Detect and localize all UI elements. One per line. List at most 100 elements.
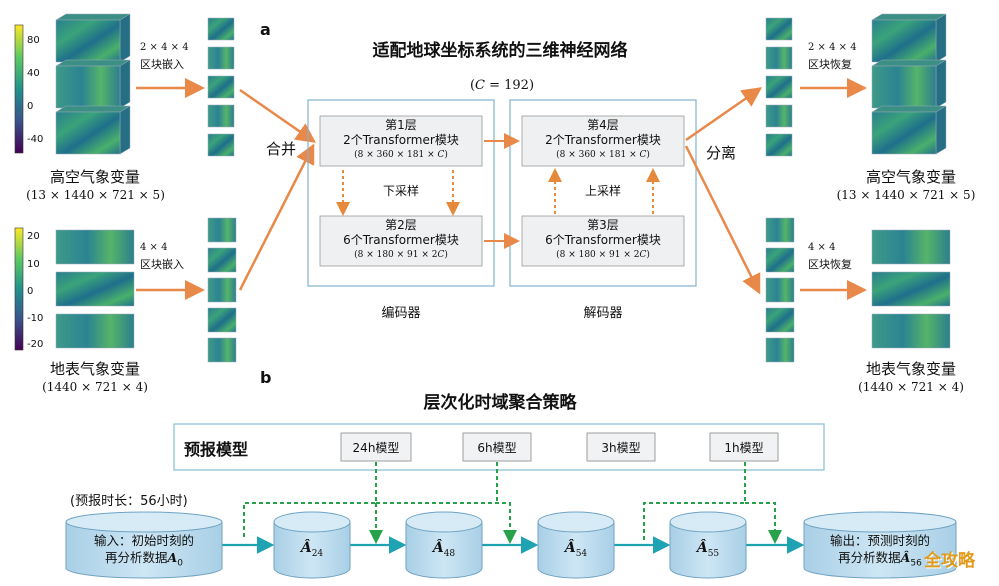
surface-var-shape-right: (1440 × 721 × 4) [858, 380, 964, 394]
output-line2-wrap: 再分析数据Â56 [804, 549, 956, 573]
upper-air-field-cubes [55, 13, 131, 155]
recover-label-upper-dims: 2 × 4 × 4 [808, 42, 857, 53]
embed-label-upper-text: 区块嵌入 [140, 58, 184, 71]
model-box-6h [462, 432, 532, 462]
merge-label: 合并 [266, 140, 297, 158]
panel-b-letter: b [260, 368, 272, 387]
colorbar-upper-tick-3: 0 [27, 101, 34, 112]
layer1-shape: (8 × 360 × 181 × 𝐶) [354, 150, 448, 160]
cylinder-input [65, 511, 223, 579]
split-arrow-lower [684, 145, 761, 295]
model-label-6h: 6h模型 [477, 441, 517, 455]
layer2-title: 第2层 [385, 218, 417, 232]
surface-output-maps [871, 229, 951, 349]
decoder-frame [509, 99, 697, 287]
input-line1: 输入：初始时刻的 [93, 533, 194, 548]
step-symbol: Â [696, 540, 708, 556]
panel-a-title: 适配地球坐标系统的三维神经网络 [372, 41, 628, 61]
cylinder-A24 [273, 511, 351, 579]
layer3-shape: (8 × 180 × 91 × 2𝐶) [556, 250, 650, 260]
upper-air-output-cubes [871, 13, 947, 155]
input-symbol: 𝑨 [167, 550, 178, 565]
colorbar-lower-tick-5: -20 [27, 339, 44, 350]
surface-recovered-patches [765, 217, 795, 363]
colorbar-lower-tick-3: 0 [27, 286, 34, 297]
model-box-1h [709, 432, 779, 462]
cylinder-A54 [537, 511, 615, 579]
encoder-label: 编码器 [381, 306, 421, 321]
layer3-box [521, 215, 685, 267]
surface-embedded-patches [207, 217, 237, 363]
layer3-title: 第3层 [587, 218, 619, 232]
cylinder-A55 [669, 511, 747, 579]
model-box-24h [340, 432, 412, 462]
layer4-text: 第4层 2个Transformer模块 (8 × 360 × 181 × 𝐶) [522, 118, 684, 163]
surface-field-maps [55, 229, 135, 349]
model-label-3h: 3h模型 [601, 441, 641, 455]
colorbar-lower [14, 227, 24, 351]
step-sub: 48 [443, 548, 456, 559]
upper-var-name-right: 高空气象变量 [865, 168, 956, 186]
output-text: 输出：预测时刻的 再分析数据Â56 [804, 532, 956, 573]
input-sub: 0 [177, 558, 183, 569]
model-routing-lines [243, 462, 782, 544]
upper-recovered-patches [765, 17, 793, 157]
panel-a-letter: a [260, 20, 271, 39]
colorbar-upper-tick-2: 40 [27, 68, 40, 79]
step-sub: 24 [311, 548, 324, 559]
recover-label-lower-text: 区块恢复 [808, 258, 852, 271]
model-label-1h: 1h模型 [724, 441, 764, 455]
step-symbol: Â [300, 540, 312, 556]
output-line1: 输出：预测时刻的 [829, 533, 930, 548]
layer3-text: 第3层 6个Transformer模块 (8 × 180 × 91 × 2𝐶) [522, 218, 684, 263]
cylinder-output [803, 511, 957, 579]
colorbar-lower-tick-1: 20 [27, 231, 40, 242]
panel-b-title: 层次化时域聚合策略 [423, 393, 577, 413]
layer1-desc: 2个Transformer模块 [343, 133, 459, 147]
layer1-text: 第1层 2个Transformer模块 (8 × 360 × 181 × 𝐶) [320, 118, 482, 163]
models-title: 预报模型 [184, 440, 249, 459]
layer4-box [521, 115, 685, 167]
input-line2-wrap: 再分析数据𝑨0 [66, 549, 222, 573]
input-text: 输入：初始时刻的 再分析数据𝑨0 [66, 532, 222, 573]
layer2-box [319, 215, 483, 267]
step-label-A54: Â54 [538, 540, 614, 559]
input-line2: 再分析数据 [105, 550, 168, 565]
merge-arrow-lower [238, 143, 315, 291]
step-label-A55: Â55 [670, 540, 746, 559]
output-sub: 56 [910, 558, 922, 569]
colorbar-lower-tick-4: -10 [27, 313, 44, 324]
layer1-title: 第1层 [385, 118, 417, 132]
layer4-desc: 2个Transformer模块 [545, 133, 661, 147]
channel-label: (𝐶 = 192) [469, 78, 535, 93]
layer3-desc: 6个Transformer模块 [545, 233, 661, 247]
model-box-3h [586, 432, 656, 462]
step-sub: 54 [575, 548, 588, 559]
split-label: 分离 [706, 144, 737, 162]
decoder-label: 解码器 [583, 306, 623, 321]
recover-label-lower-dims: 4 × 4 [808, 242, 836, 253]
step-sub: 55 [707, 548, 720, 559]
embed-label-upper-dims: 2 × 4 × 4 [140, 42, 189, 53]
layer2-shape: (8 × 180 × 91 × 2𝐶) [354, 250, 448, 260]
upper-var-shape-left: (13 × 1440 × 721 × 5) [26, 188, 165, 202]
layer2-desc: 6个Transformer模块 [343, 233, 459, 247]
layer4-title: 第4层 [587, 118, 619, 132]
layer4-shape: (8 × 360 × 181 × 𝐶) [556, 150, 650, 160]
upper-var-name-left: 高空气象变量 [49, 168, 140, 186]
colorbar-lower-tick-2: 10 [27, 259, 40, 270]
step-symbol: Â [564, 540, 576, 556]
surface-var-name-left: 地表气象变量 [49, 360, 140, 378]
layer1-box [319, 115, 483, 167]
output-symbol: Â [900, 550, 911, 565]
split-arrow-upper [685, 87, 763, 142]
colorbar-upper-tick-4: -40 [27, 134, 44, 145]
layer2-text: 第2层 6个Transformer模块 (8 × 180 × 91 × 2𝐶) [320, 218, 482, 263]
embed-label-lower-dims: 4 × 4 [140, 242, 168, 253]
step-symbol: Â [432, 540, 444, 556]
cylinder-A48 [405, 511, 483, 579]
surface-var-shape-left: (1440 × 721 × 4) [42, 380, 148, 394]
step-label-A48: Â48 [406, 540, 482, 559]
watermark: 全攻略 [924, 551, 975, 571]
